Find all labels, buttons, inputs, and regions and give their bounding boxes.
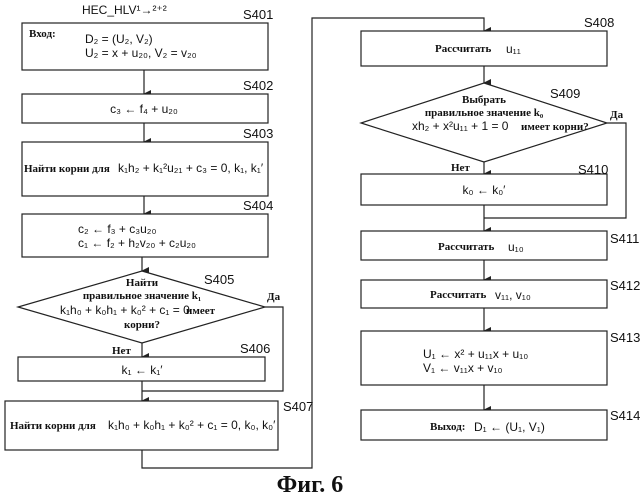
step-line: U₁ ← x² + u₁₁x + u₁₀ [423,347,528,361]
step-id: S402 [243,78,273,93]
step-s412: S412 Рассчитать v₁₁, v₁₀ [361,278,640,308]
decision-line: правильное значение k₀ [425,107,544,119]
step-prefix: Вход: [29,28,56,40]
step-line: c₁ ← f₂ + h₂v₂₀ + c₂u₂₀ [78,236,196,250]
step-s413: S413 U₁ ← x² + u₁₁x + u₁₀ V₁ ← v₁₁x + v₁… [361,330,640,385]
step-id: S405 [204,272,234,287]
step-line: U₂ = x + u₂₀, V₂ = v₂₀ [85,46,197,60]
step-id: S413 [610,330,640,345]
step-s407: S407 Найти корни для k₁h₀ + k₀h₁ + k₀² +… [5,399,313,450]
yes-label: Да [267,291,281,303]
step-s408: S408 Рассчитать u₁₁ [361,15,614,66]
decision-line: имеет [186,305,216,317]
step-id: S404 [243,198,273,213]
step-id: S414 [610,408,640,423]
no-label: Нет [451,162,470,174]
step-line: k₀ ← k₀′ [463,183,507,197]
step-line: k₁ ← k₁′ [121,363,163,377]
step-line: D₁ ← (U₁, V₁) [474,420,545,434]
step-line: u₁₁ [506,42,521,56]
step-id: S411 [610,231,639,246]
step-id: S409 [550,86,580,101]
step-line: k₁h₂ + k₁²u₂₁ + c₃ = 0, k₁, k₁′ [118,161,264,175]
no-label: Нет [112,345,131,357]
decision-formula: k₁h₀ + k₀h₁ + k₀² + c₁ = 0 [60,303,190,317]
step-prefix: Рассчитать [438,241,494,253]
step-line: u₁₀ [508,240,524,254]
step-line: D₂ = (U₂, V₂) [85,32,153,46]
decision-line: Выбрать [462,94,506,106]
decision-line: корни? [124,319,160,331]
step-line: v₁₁, v₁₀ [495,288,531,302]
step-s414-output: S414 Выход: D₁ ← (U₁, V₁) [361,408,640,440]
step-s406: S406 k₁ ← k₁′ [18,341,270,381]
step-s410: S410 k₀ ← k₀′ [361,162,608,205]
decision-s409: S409 Выбрать правильное значение k₀ xh₂ … [361,83,624,174]
step-prefix: Выход: [430,421,465,433]
decision-line: Найти [126,277,159,289]
step-id: S401 [243,7,273,22]
yes-label: Да [610,109,624,121]
step-line: c₃ ← f₄ + u₂₀ [110,102,178,116]
step-prefix: Найти корни для [10,420,96,432]
decision-formula: xh₂ + x²u₁₁ + 1 = 0 [412,119,509,133]
step-prefix: Рассчитать [430,289,486,301]
step-id: S406 [240,341,270,356]
step-id: S403 [243,126,273,141]
decision-line: правильное значение k₁ [83,290,201,302]
step-prefix: Найти корни для [24,163,110,175]
step-id: S408 [584,15,614,30]
decision-line: имеет корни? [521,121,589,133]
step-line: V₁ ← v₁₁x + v₁₀ [423,361,503,375]
step-id: S407 [283,399,313,414]
step-prefix: Рассчитать [435,43,491,55]
flowchart-title: HEC_HLV¹→²⁺² [82,3,167,17]
figure-caption: Фиг. 6 [277,472,344,498]
step-s411: S411 Рассчитать u₁₀ [361,231,639,260]
step-id: S410 [578,162,608,177]
step-id: S412 [610,278,640,293]
step-s402: S402 c₃ ← f₄ + u₂₀ [22,78,273,123]
step-s403: S403 Найти корни для k₁h₂ + k₁²u₂₁ + c₃ … [22,126,273,196]
step-line: c₂ ← f₃ + c₃u₂₀ [78,222,156,236]
step-s404: S404 c₂ ← f₃ + c₃u₂₀ c₁ ← f₂ + h₂v₂₀ + c… [22,198,273,257]
step-line: k₁h₀ + k₀h₁ + k₀² + c₁ = 0, k₀, k₀′ [108,418,276,432]
